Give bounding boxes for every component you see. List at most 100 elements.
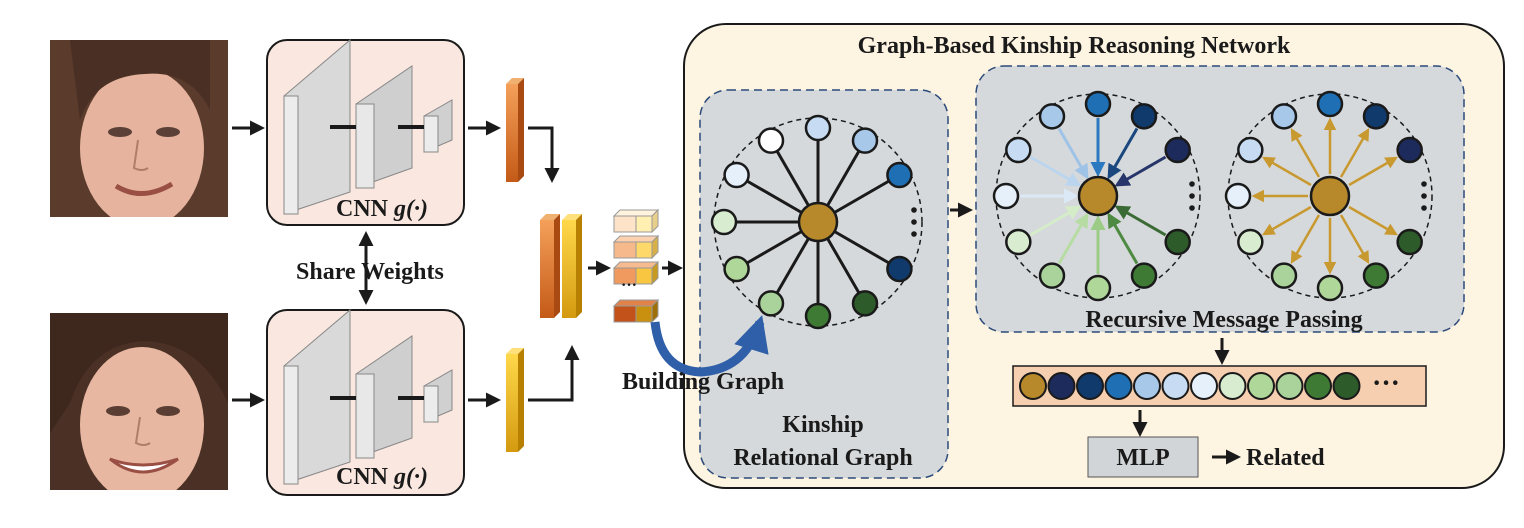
graph-node — [804, 114, 832, 142]
graph-node — [1316, 274, 1344, 302]
strip-node — [1019, 372, 1047, 400]
message-edge-out — [1290, 214, 1321, 264]
graph-ellipsis-dot — [911, 207, 917, 213]
strip-node — [1247, 372, 1275, 400]
message-out-graph — [1224, 90, 1433, 302]
graph-ellipsis-dot — [1189, 193, 1195, 199]
kinship-graph-label-line2: Relational Graph — [733, 445, 913, 471]
graph-node — [1164, 136, 1191, 164]
graph-ellipsis-dot — [1189, 205, 1195, 211]
graph-node — [1130, 262, 1158, 289]
strip-node — [1133, 372, 1161, 400]
message-edge-in — [1029, 205, 1082, 237]
graph-node — [1270, 262, 1298, 289]
graph-node — [1362, 103, 1390, 130]
message-edge-in — [1114, 155, 1167, 187]
building-graph-label: Building Graph — [622, 369, 785, 395]
graph-node — [886, 255, 913, 283]
message-edge-in — [1057, 212, 1089, 265]
graph-node — [851, 290, 879, 317]
graph-node — [1396, 228, 1423, 256]
graph-ellipsis-dot — [911, 231, 917, 237]
graph-node — [723, 161, 750, 189]
message-edge-in — [1107, 212, 1139, 265]
cnn-layers-bottom — [283, 308, 453, 485]
strip-node — [1275, 372, 1304, 400]
cnn-label-bottom: CNN g(·) — [336, 465, 428, 489]
strip-node — [1190, 372, 1218, 400]
kinship-graph-panel — [699, 89, 949, 479]
message-edge-in — [1114, 205, 1167, 237]
graph-node — [710, 208, 738, 236]
graph-ellipsis-dot — [1421, 193, 1427, 199]
concatenated-features — [540, 214, 582, 318]
node-feature-blocks — [612, 208, 660, 324]
arrow-top-to-concat — [528, 126, 560, 183]
strip-node — [1304, 372, 1332, 400]
graph-node — [723, 255, 750, 283]
feature-blocks-ellipsis: ··· — [621, 277, 638, 294]
graph-node — [1038, 103, 1066, 130]
graph-center-node — [797, 201, 839, 243]
message-edge-out — [1348, 156, 1398, 187]
message-edge-out — [1262, 156, 1312, 187]
message-edge-in — [1107, 127, 1139, 180]
strip-node — [1047, 372, 1076, 400]
graph-node — [1005, 228, 1032, 256]
graph-node — [1130, 103, 1158, 130]
strip-node — [1218, 372, 1247, 400]
graph-node — [1237, 228, 1264, 256]
strip-node — [1076, 372, 1104, 400]
graph-node — [1270, 103, 1298, 130]
graph-node — [1237, 136, 1264, 164]
graph-node — [804, 302, 832, 330]
graph-node — [1362, 262, 1390, 289]
graph-node — [1164, 228, 1191, 256]
feature-bar-top — [506, 78, 524, 182]
mlp-label: MLP — [1116, 445, 1170, 471]
graph-node — [886, 161, 913, 189]
gkr-title: Graph-Based Kinship Reasoning Network — [857, 33, 1291, 59]
message-passing-label: Recursive Message Passing — [1085, 307, 1363, 333]
cnn-func-text: g(·) — [394, 464, 428, 490]
message-edge-out — [1348, 205, 1398, 236]
message-edge-out — [1339, 214, 1370, 264]
graph-center-node — [1077, 175, 1119, 217]
mlp-box — [1087, 436, 1199, 478]
strip-node — [1104, 372, 1133, 400]
strip-node — [1161, 372, 1190, 400]
kinship-graph-star — [710, 114, 923, 330]
feature-bar-bottom — [506, 348, 524, 452]
graph-ellipsis-dot — [911, 219, 917, 225]
message-edge-out — [1290, 128, 1321, 178]
face-image-bottom — [50, 313, 228, 490]
cnn-label-text: CNN — [336, 196, 388, 222]
graph-node — [757, 290, 785, 317]
arrow-bottom-to-concat — [528, 345, 580, 402]
graph-ellipsis-dot — [1421, 181, 1427, 187]
strip-ellipsis: ··· — [1372, 368, 1401, 399]
graph-ellipsis-dot — [1421, 205, 1427, 211]
cnn-label-top: CNN g(·) — [336, 197, 428, 221]
graph-node — [1396, 136, 1423, 164]
face-image-top — [50, 40, 228, 217]
strip-node — [1332, 372, 1361, 400]
cnn-label-text: CNN — [336, 464, 388, 490]
graph-node — [851, 127, 879, 154]
building-graph-arrow — [650, 315, 769, 377]
graph-center-node — [1309, 175, 1351, 217]
graph-node — [757, 127, 785, 154]
message-edge-out — [1339, 128, 1370, 178]
cnn-func-text: g(·) — [394, 196, 428, 222]
graph-node — [1005, 136, 1032, 164]
graph-node — [1084, 90, 1112, 118]
graph-node — [1084, 274, 1112, 302]
graph-node — [1316, 90, 1344, 118]
graph-node — [1224, 182, 1252, 210]
graph-node — [992, 182, 1020, 210]
message-edge-in — [1057, 127, 1089, 180]
kinship-graph-label-line1: Kinship — [782, 412, 864, 438]
output-label: Related — [1246, 445, 1325, 471]
cnn-layers-top — [283, 38, 453, 215]
